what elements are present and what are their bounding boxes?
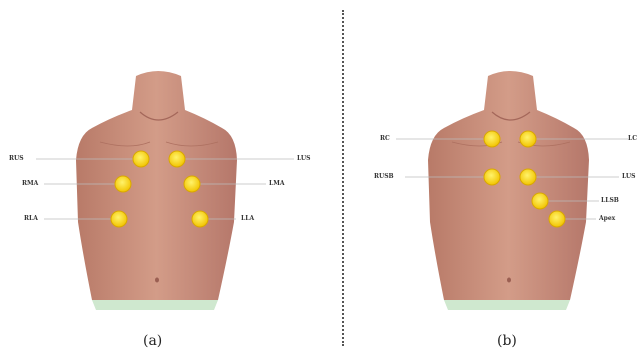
- caption-a: (a): [143, 333, 162, 349]
- label-rc: RC: [380, 135, 390, 143]
- label-lla: LLA: [241, 215, 254, 223]
- marker-lus-b: [520, 169, 536, 185]
- label-rus: RUS: [9, 155, 24, 163]
- label-llsb: LLSB: [601, 197, 619, 205]
- torso-a: [76, 71, 237, 310]
- marker-rla: [111, 211, 127, 227]
- label-rla: RLA: [24, 215, 38, 223]
- marker-rma: [115, 176, 131, 192]
- label-lus: LUS: [297, 155, 310, 163]
- label-apex: Apex: [599, 215, 615, 223]
- marker-rc: [484, 131, 500, 147]
- caption-b: (b): [497, 333, 517, 349]
- label-lus-b: LUS: [622, 173, 635, 181]
- label-lc: LC: [628, 135, 637, 143]
- label-rma: RMA: [22, 180, 38, 188]
- label-lma: LMA: [269, 180, 285, 188]
- panel-divider: [342, 10, 344, 346]
- marker-lc: [520, 131, 536, 147]
- marker-apex: [549, 211, 565, 227]
- marker-llsb: [532, 193, 548, 209]
- marker-lus: [169, 151, 185, 167]
- label-rusb: RUSB: [374, 173, 394, 181]
- marker-rusb: [484, 169, 500, 185]
- marker-rus: [133, 151, 149, 167]
- torso-b: [428, 71, 589, 310]
- marker-lla: [192, 211, 208, 227]
- marker-lma: [184, 176, 200, 192]
